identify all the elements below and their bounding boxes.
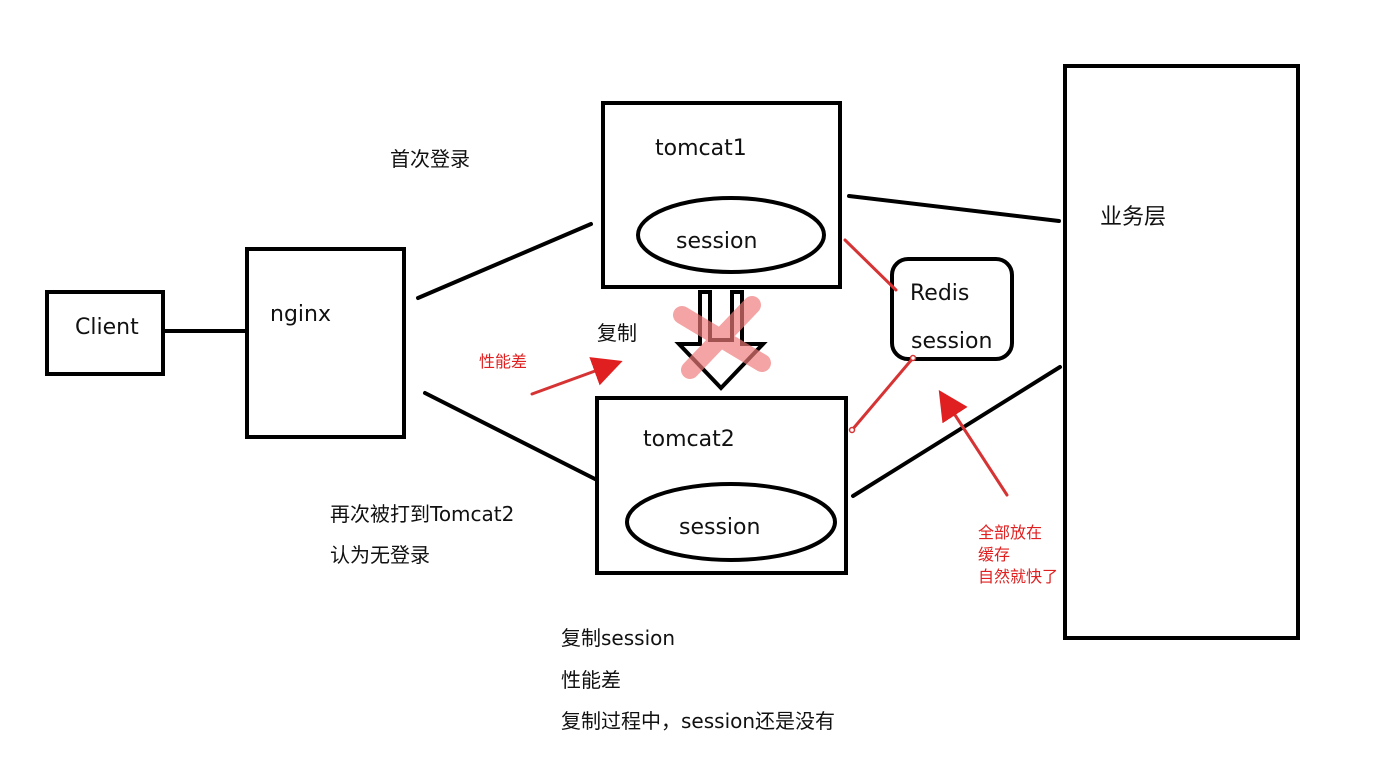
business-layer-label: 业务层 xyxy=(1100,205,1166,230)
tomcat1-business-connector xyxy=(847,194,1061,223)
bottom-note-copy-process: 复制过程中，session还是没有 xyxy=(561,709,835,733)
tomcat1-session-ellipse xyxy=(636,196,826,274)
performance-note-arrow xyxy=(530,357,623,396)
nginx-tomcat2-connector xyxy=(423,391,599,482)
redis-node: Redis session xyxy=(890,257,1014,361)
copy-label: 复制 xyxy=(597,321,637,345)
first-login-label: 首次登录 xyxy=(390,147,470,171)
tomcat2-redis-link xyxy=(850,356,915,432)
redis-label: Redis xyxy=(910,281,969,306)
business-layer-node: 业务层 xyxy=(1063,64,1300,640)
client-node: Client xyxy=(45,290,165,376)
tomcat2-business-connector xyxy=(851,365,1062,498)
tomcat2-node: tomcat2 session xyxy=(595,396,848,575)
cache-note-line3: 自然就快了 xyxy=(978,567,1058,586)
routed-again-line1: 再次被打到Tomcat2 xyxy=(330,502,514,526)
tomcat1-redis-link xyxy=(843,238,898,292)
redis-link-endpoint-bottom xyxy=(848,426,856,434)
tomcat2-session-label: session xyxy=(679,515,760,540)
tomcat1-session-label: session xyxy=(676,229,757,254)
nginx-label: nginx xyxy=(270,302,331,327)
tomcat1-node: tomcat1 session xyxy=(601,101,842,289)
tomcat2-session-ellipse xyxy=(625,482,837,562)
routed-again-line2: 认为无登录 xyxy=(330,543,430,567)
redis-link-endpoint-top xyxy=(909,354,917,362)
cache-note-line1: 全部放在 xyxy=(978,523,1042,542)
nginx-tomcat1-connector xyxy=(416,222,593,300)
replication-cross xyxy=(673,296,771,379)
poor-performance-red-label: 性能差 xyxy=(479,352,527,371)
redis-session-label: session xyxy=(911,329,992,354)
client-label: Client xyxy=(75,315,139,340)
bottom-note-copy-session: 复制session xyxy=(561,626,675,650)
nginx-node: nginx xyxy=(245,247,406,439)
tomcat2-label: tomcat2 xyxy=(643,427,735,452)
cache-note-line2: 缓存 xyxy=(978,545,1010,564)
bottom-note-poor-performance: 性能差 xyxy=(561,668,621,692)
tomcat1-label: tomcat1 xyxy=(655,136,747,161)
cache-note-arrow xyxy=(938,389,1009,497)
